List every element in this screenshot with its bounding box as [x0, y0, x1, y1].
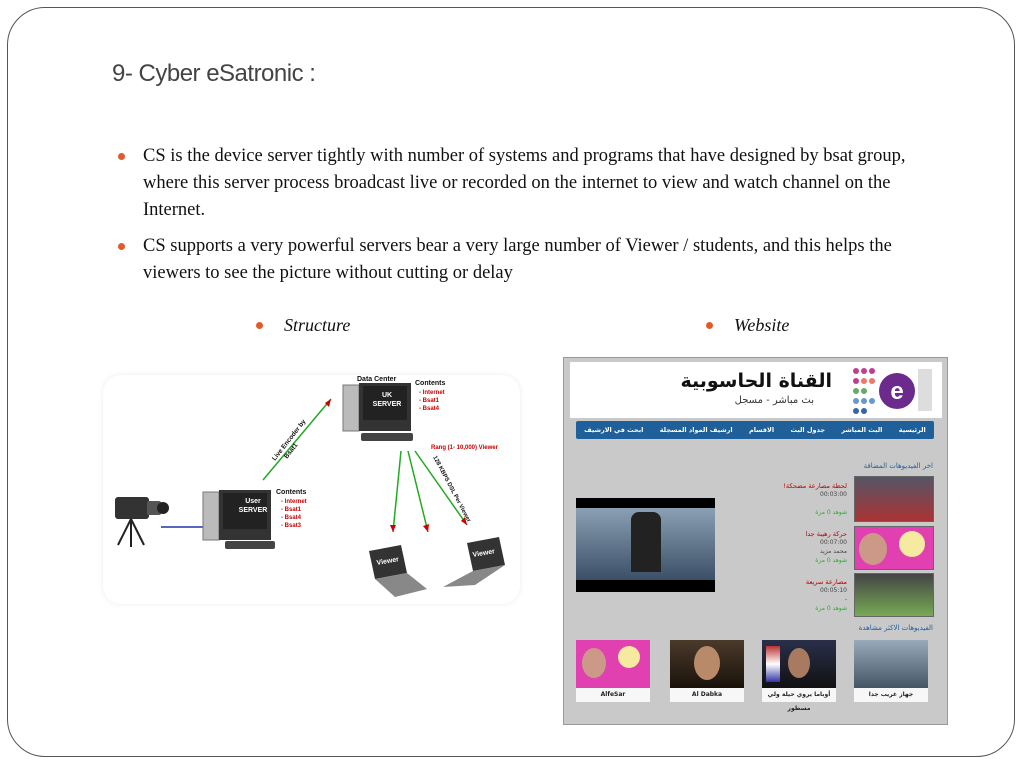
card-thumb	[670, 640, 744, 688]
user-server-label: User	[245, 498, 261, 505]
structure-diagram: User SERVER Contents - Internet - Bsat1 …	[103, 375, 520, 604]
video-views: شوهد 0 مرة	[815, 557, 847, 564]
dsl-label: 128 KBPS DSL Per Viewer	[431, 455, 471, 524]
viewer-label: Viewer	[472, 548, 496, 559]
video-duration: 00:07:00	[820, 539, 847, 546]
user-server-label: SERVER	[239, 507, 268, 514]
card-caption: جهاز غريب جدا	[854, 688, 928, 702]
sub-bullet-structure: Structure	[256, 315, 350, 336]
most-watched-heading: الفيديوهات الاكثر مشاهدة	[858, 624, 933, 632]
video-thumb[interactable]	[854, 573, 934, 617]
nav-item[interactable]: الرئيسية	[898, 426, 926, 434]
card-caption: أوباما يروي حيلة ولي مسطور	[762, 688, 836, 712]
most-watched-card[interactable]: جهاز غريب جدا	[854, 640, 928, 702]
data-center-label: Data Center	[357, 376, 397, 383]
sub-bullet-website: Website	[706, 315, 789, 336]
most-watched-card[interactable]: Al Dabka	[670, 640, 744, 702]
nav-item[interactable]: ابحث في الارشيف	[584, 426, 644, 434]
uk-server-label: UK	[382, 392, 392, 399]
bullet-list: CS is the device server tightly with num…	[118, 143, 948, 296]
most-watched-card[interactable]: AlfeSar	[576, 640, 650, 702]
svg-text:e: e	[890, 378, 903, 405]
contents-top-item: - Bsat4	[419, 406, 440, 412]
contents-bottom-item: - Bsat1	[281, 507, 302, 513]
nav-item[interactable]: جدول البث	[790, 426, 826, 434]
nav-item[interactable]: ارشيف المواد المسجلة	[659, 426, 733, 434]
contents-bottom-item: - Bsat4	[281, 515, 302, 521]
card-caption: AlfeSar	[576, 688, 650, 702]
bullet-dot-icon	[706, 322, 713, 329]
viewer-laptop-icon	[443, 537, 505, 587]
contents-bottom-heading: Contents	[276, 489, 306, 496]
website-subtitle: بث مباشر - مسجل	[734, 395, 814, 406]
video-thumb[interactable]	[854, 526, 934, 570]
user-server-icon	[202, 490, 275, 549]
viewer-label: Viewer	[376, 556, 400, 567]
contents-top-item: - Bsat1	[419, 398, 440, 404]
card-thumb	[576, 640, 650, 688]
video-title[interactable]: حركة رهيبة جدا	[805, 530, 847, 538]
viewer-laptop-icon	[369, 545, 427, 597]
bullet-text: CS supports a very powerful servers bear…	[143, 236, 892, 283]
video-thumb[interactable]	[854, 476, 934, 522]
video-title[interactable]: مصارعة سريعة	[805, 578, 847, 586]
video-player[interactable]	[576, 498, 715, 592]
slide-title: 9- Cyber eSatronic :	[112, 60, 316, 87]
video-author: -	[844, 596, 847, 603]
video-title[interactable]: لحظة مصارعة مضحكة!	[783, 482, 847, 490]
sub-bullet-label: Structure	[284, 315, 351, 335]
website-header: القناة الحاسوبية بث مباشر - مسجل e	[570, 362, 942, 418]
bullet-item: CS is the device server tightly with num…	[118, 143, 948, 224]
range-label: Rang (1- 10,000) Viewer	[431, 445, 499, 451]
contents-bottom-item: - Internet	[281, 499, 307, 505]
uk-server-label: SERVER	[373, 401, 402, 408]
thumb-face	[859, 533, 887, 565]
nav-item[interactable]: الاقسام	[748, 426, 775, 434]
video-author: محمد مزيد	[820, 548, 847, 555]
contents-bottom-item: - Bsat3	[281, 523, 302, 529]
video-views: شوهد 0 مرة	[815, 509, 847, 516]
latest-videos-heading: اخر الفيديوهات المضافة	[863, 462, 933, 470]
video-views: شوهد 0 مرة	[815, 605, 847, 612]
contents-top-heading: Contents	[415, 380, 445, 387]
video-duration: 00:03:00	[820, 491, 847, 498]
website-nav: الرئيسية البث المباشر جدول البث الاقسام …	[576, 421, 934, 439]
website-title: القناة الحاسوبية	[680, 370, 832, 392]
sub-bullet-label: Website	[734, 315, 790, 335]
card-caption: Al Dabka	[670, 688, 744, 702]
card-thumb	[854, 640, 928, 688]
bullet-dot-icon	[256, 322, 263, 329]
thumb-bulb	[899, 531, 925, 557]
uk-server-icon	[342, 383, 413, 441]
bullet-dot-icon	[118, 243, 125, 250]
nav-item[interactable]: البث المباشر	[841, 426, 883, 434]
card-thumb	[762, 640, 836, 688]
contents-top-item: - Internet	[419, 390, 445, 396]
bullet-dot-icon	[118, 153, 125, 160]
bullet-item: CS supports a very powerful servers bear…	[118, 233, 948, 287]
video-duration: 00:05:10	[820, 587, 847, 594]
website-logo-icon: e	[853, 368, 932, 414]
bullet-text: CS is the device server tightly with num…	[143, 146, 906, 220]
player-figure	[631, 512, 661, 572]
website-screenshot: القناة الحاسوبية بث مباشر - مسجل e الرئي…	[563, 357, 948, 725]
camera-icon	[115, 497, 169, 547]
most-watched-card[interactable]: أوباما يروي حيلة ولي مسطور	[762, 640, 836, 712]
